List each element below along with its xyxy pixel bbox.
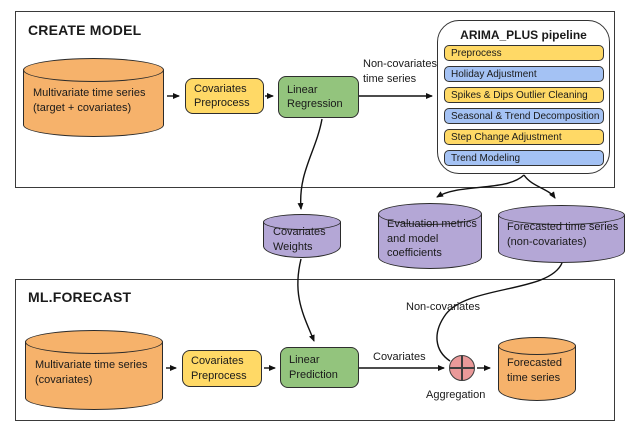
covariates-preprocess-node-top: Covariates Preprocess — [185, 78, 264, 114]
cylinder-top — [23, 58, 164, 82]
covariates-weights-cylinder: Covariates Weights — [263, 214, 341, 258]
edge-regression-to-weights — [297, 118, 323, 210]
pipeline-step-preprocess: Preprocess — [444, 45, 604, 61]
pipeline-step-holiday-adjustment: Holiday Adjustment — [444, 66, 604, 82]
linear-prediction-node: Linear Prediction — [280, 347, 359, 388]
edge-weights-to-prediction — [297, 258, 315, 342]
linear-prediction-label: Linear Prediction — [289, 354, 338, 381]
ml-forecast-title: ML.FORECAST — [28, 289, 132, 305]
pipeline-step-trend-modeling: Trend Modeling — [444, 150, 604, 166]
edge-pipeline-to-forecast-noncov — [523, 174, 556, 199]
cylinder-top — [498, 337, 576, 355]
forecast-noncovariates-label: Forecasted time series (non-covariates) — [507, 221, 619, 248]
input-store-label: Multivariate time series (target + covar… — [33, 87, 146, 114]
aggregation-label: Aggregation — [426, 389, 486, 401]
arima-plus-pipeline-title: ARIMA_PLUS pipeline — [460, 28, 587, 42]
ml-forecast-section-frame — [15, 279, 615, 421]
covariates-preprocess-node-bottom: Covariates Preprocess — [182, 350, 262, 387]
covariates-weights-label: Covariates Weights — [273, 226, 326, 253]
cylinder-body — [498, 346, 576, 401]
cylinder-top — [498, 205, 625, 225]
evaluation-metrics-label: Evaluation metrics and model coefficient… — [387, 218, 477, 260]
plus-horizontal-line — [450, 367, 474, 369]
cylinder-top — [263, 214, 341, 230]
evaluation-metrics-cylinder: Evaluation metrics and model coefficient… — [378, 203, 482, 269]
noncovariates-time-series-edge-label: Non-covariates time series — [363, 58, 437, 85]
covariates-edge-label: Covariates — [373, 351, 426, 363]
linear-regression-node: Linear Regression — [278, 76, 359, 118]
forecast-output-label: Forecasted time series — [507, 357, 563, 384]
arima-plus-pipeline-container: ARIMA_PLUS pipeline Preprocess Holiday A… — [437, 20, 610, 174]
pipeline-step-step-change: Step Change Adjustment — [444, 129, 604, 145]
covariates-preprocess-bottom-label: Covariates Preprocess — [191, 355, 247, 382]
pipeline-step-seasonal-trend: Seasonal & Trend Decomposition — [444, 108, 604, 124]
aggregation-plus-icon — [449, 355, 475, 381]
input-store-bottom-label: Multivariate time series (covariates) — [35, 359, 148, 386]
forecast-noncovariates-cylinder: Forecasted time series (non-covariates) — [498, 205, 625, 263]
input-store-cylinder-bottom: Multivariate time series (covariates) — [25, 330, 163, 410]
edge-forecast-noncov-to-aggregation — [436, 262, 563, 362]
create-model-section-frame — [15, 11, 615, 188]
forecast-output-cylinder: Forecasted time series — [498, 337, 576, 401]
edge-pipeline-to-evaluation — [436, 174, 525, 198]
input-store-cylinder-top: Multivariate time series (target + covar… — [23, 58, 164, 137]
pipeline-step-spikes-dips: Spikes & Dips Outlier Cleaning — [444, 87, 604, 103]
linear-regression-label: Linear Regression — [287, 83, 343, 110]
create-model-title: CREATE MODEL — [28, 22, 142, 38]
covariates-preprocess-label: Covariates Preprocess — [194, 82, 250, 109]
cylinder-top — [25, 330, 163, 354]
cylinder-top — [378, 203, 482, 225]
noncovariates-edge-label: Non-covariates — [406, 301, 480, 313]
